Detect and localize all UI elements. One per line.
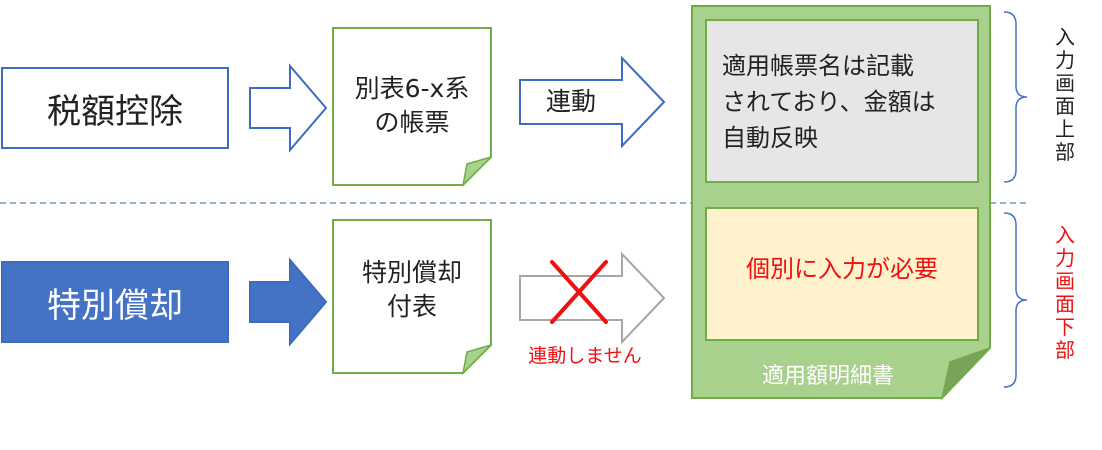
red-cross-icon [550,260,608,324]
vertical-char: 画 [1055,269,1075,293]
bottom-brace-icon [1003,212,1028,388]
lower-screen-label-text: 入力画面下部 [1053,224,1077,362]
arrow-to-bottom-doc [249,257,328,347]
vertical-char: 面 [1055,292,1075,316]
special-depreciation-box [1,261,229,343]
top-doc-text: 別表6-x系 の帳票 [333,72,491,140]
top-result-box [705,19,979,183]
upper-screen-label-text: 入力画面上部 [1053,26,1077,164]
link-arrow [519,55,666,149]
upper-screen-label: 入力画面上部 [1053,26,1077,164]
link-arrow-label: 連動 [545,87,596,116]
bottom-doc-line: 付表 [386,292,437,321]
tax-credit-label: 税額控除 [47,91,183,132]
statement-footer-label: 適用額明細書 [761,364,894,389]
vertical-char: 力 [1055,48,1075,72]
top-result-text: 適用帳票名は記載 されており、金額は 自動反映 [722,48,974,156]
vertical-char: 画 [1055,71,1075,95]
tax-credit-box [1,67,229,149]
bottom-result-text: 個別に入力が必要 [746,255,938,283]
vertical-char: 上 [1055,117,1075,141]
vertical-char: 部 [1055,338,1075,362]
top-result-line: 適用帳票名は記載 [722,52,914,80]
top-doc-line: の帳票 [374,108,450,137]
bottom-doc-line: 特別償却 [361,258,462,287]
top-doc-fold [461,156,492,188]
arrow-to-top-doc [249,63,328,153]
top-result-line: 自動反映 [722,124,818,152]
vertical-char: 入 [1055,223,1075,247]
vertical-char: 面 [1055,94,1075,118]
top-result-line: されており、金額は [722,88,936,116]
special-depreciation-label: 特別償却 [47,285,183,326]
vertical-char: 部 [1055,140,1075,164]
no-link-note: 連動しません [528,345,642,367]
bottom-doc-text: 特別償却 付表 [333,256,491,324]
vertical-char: 力 [1055,246,1075,270]
vertical-char: 入 [1055,25,1075,49]
top-doc-line: 別表6-x系 [354,74,470,103]
bottom-doc-fold [461,344,492,376]
top-brace-icon [1003,11,1028,183]
vertical-char: 下 [1055,315,1075,339]
bottom-result-box [705,207,979,341]
no-link-arrow [519,251,666,345]
statement-panel-fold [940,347,991,401]
lower-screen-label: 入力画面下部 [1053,224,1077,362]
